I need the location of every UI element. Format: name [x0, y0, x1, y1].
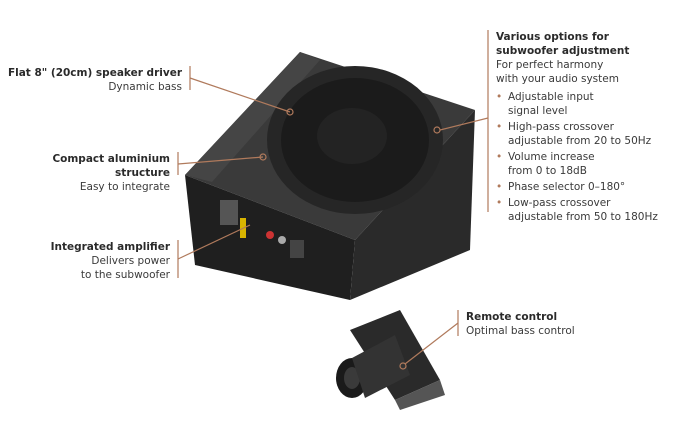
callout-integrated-amplifier: Integrated amplifier Delivers power to t…	[51, 240, 170, 282]
callout-aluminium-structure: Compact aluminium structure Easy to inte…	[0, 152, 170, 194]
callout-title: Remote control	[466, 311, 558, 323]
callout-title: subwoofer adjustment	[496, 45, 630, 57]
callout-subtitle: with your audio system	[496, 73, 619, 85]
callout-title: Flat 8" (20cm) speaker driver	[7, 67, 182, 79]
callout-subtitle: Optimal bass control	[466, 325, 575, 337]
callout-title: Integrated amplifier	[50, 241, 170, 253]
callout-title: Various options for	[496, 31, 609, 43]
callout-subtitle: Delivers power	[91, 255, 170, 267]
subwoofer-image	[185, 52, 475, 300]
callout-subtitle: Easy to integrate	[79, 181, 170, 193]
remote-control-image	[336, 310, 445, 410]
callout-subtitle: to the subwoofer	[80, 269, 170, 281]
callout-adjustment-options: Various options for subwoofer adjustment…	[496, 30, 658, 226]
callout-lines	[177, 30, 489, 370]
callout-subtitle: Dynamic bass	[108, 81, 182, 93]
callout-title: Compact aluminium structure	[52, 153, 170, 179]
list-item: Phase selector 0–180°	[496, 180, 658, 194]
callout-speaker-driver: Flat 8" (20cm) speaker driver Dynamic ba…	[8, 66, 182, 94]
callout-remote-control: Remote control Optimal bass control	[466, 310, 575, 338]
callout-subtitle: For perfect harmony	[496, 59, 604, 71]
